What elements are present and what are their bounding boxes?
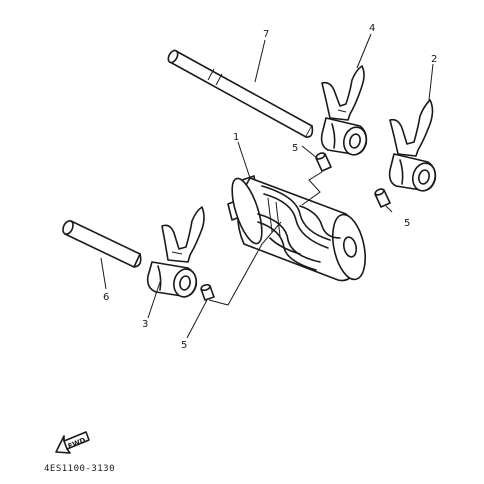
label-pin-b: 5: [404, 218, 410, 229]
pin-a: [315, 152, 332, 172]
shift-cam: [227, 175, 366, 282]
pin-b: [374, 188, 391, 208]
fwd-arrow: FWD: [55, 431, 90, 454]
label-shift-fork-upper: 4: [369, 23, 375, 34]
label-shift-cam: 1: [233, 132, 239, 143]
label-shift-fork-right: 2: [431, 54, 437, 65]
shift-fork-guide-bar: [167, 49, 314, 138]
diagram-code: 4ES1100-3130: [44, 464, 115, 474]
label-pin-a: 5: [292, 143, 298, 154]
label-guide-bar: 6: [103, 292, 109, 303]
label-shift-fork-guide-bar: 7: [263, 29, 269, 40]
shift-fork-upper: [320, 65, 368, 156]
shift-fork-right: [388, 99, 437, 192]
pin-c: [200, 283, 215, 301]
leader-lines: [100, 33, 434, 339]
connector-lines: [208, 171, 323, 306]
guide-bar: [62, 220, 142, 268]
label-shift-fork-center: 3: [142, 319, 148, 330]
label-pin-c: 5: [181, 340, 187, 351]
shift-fork-center: [146, 206, 205, 298]
